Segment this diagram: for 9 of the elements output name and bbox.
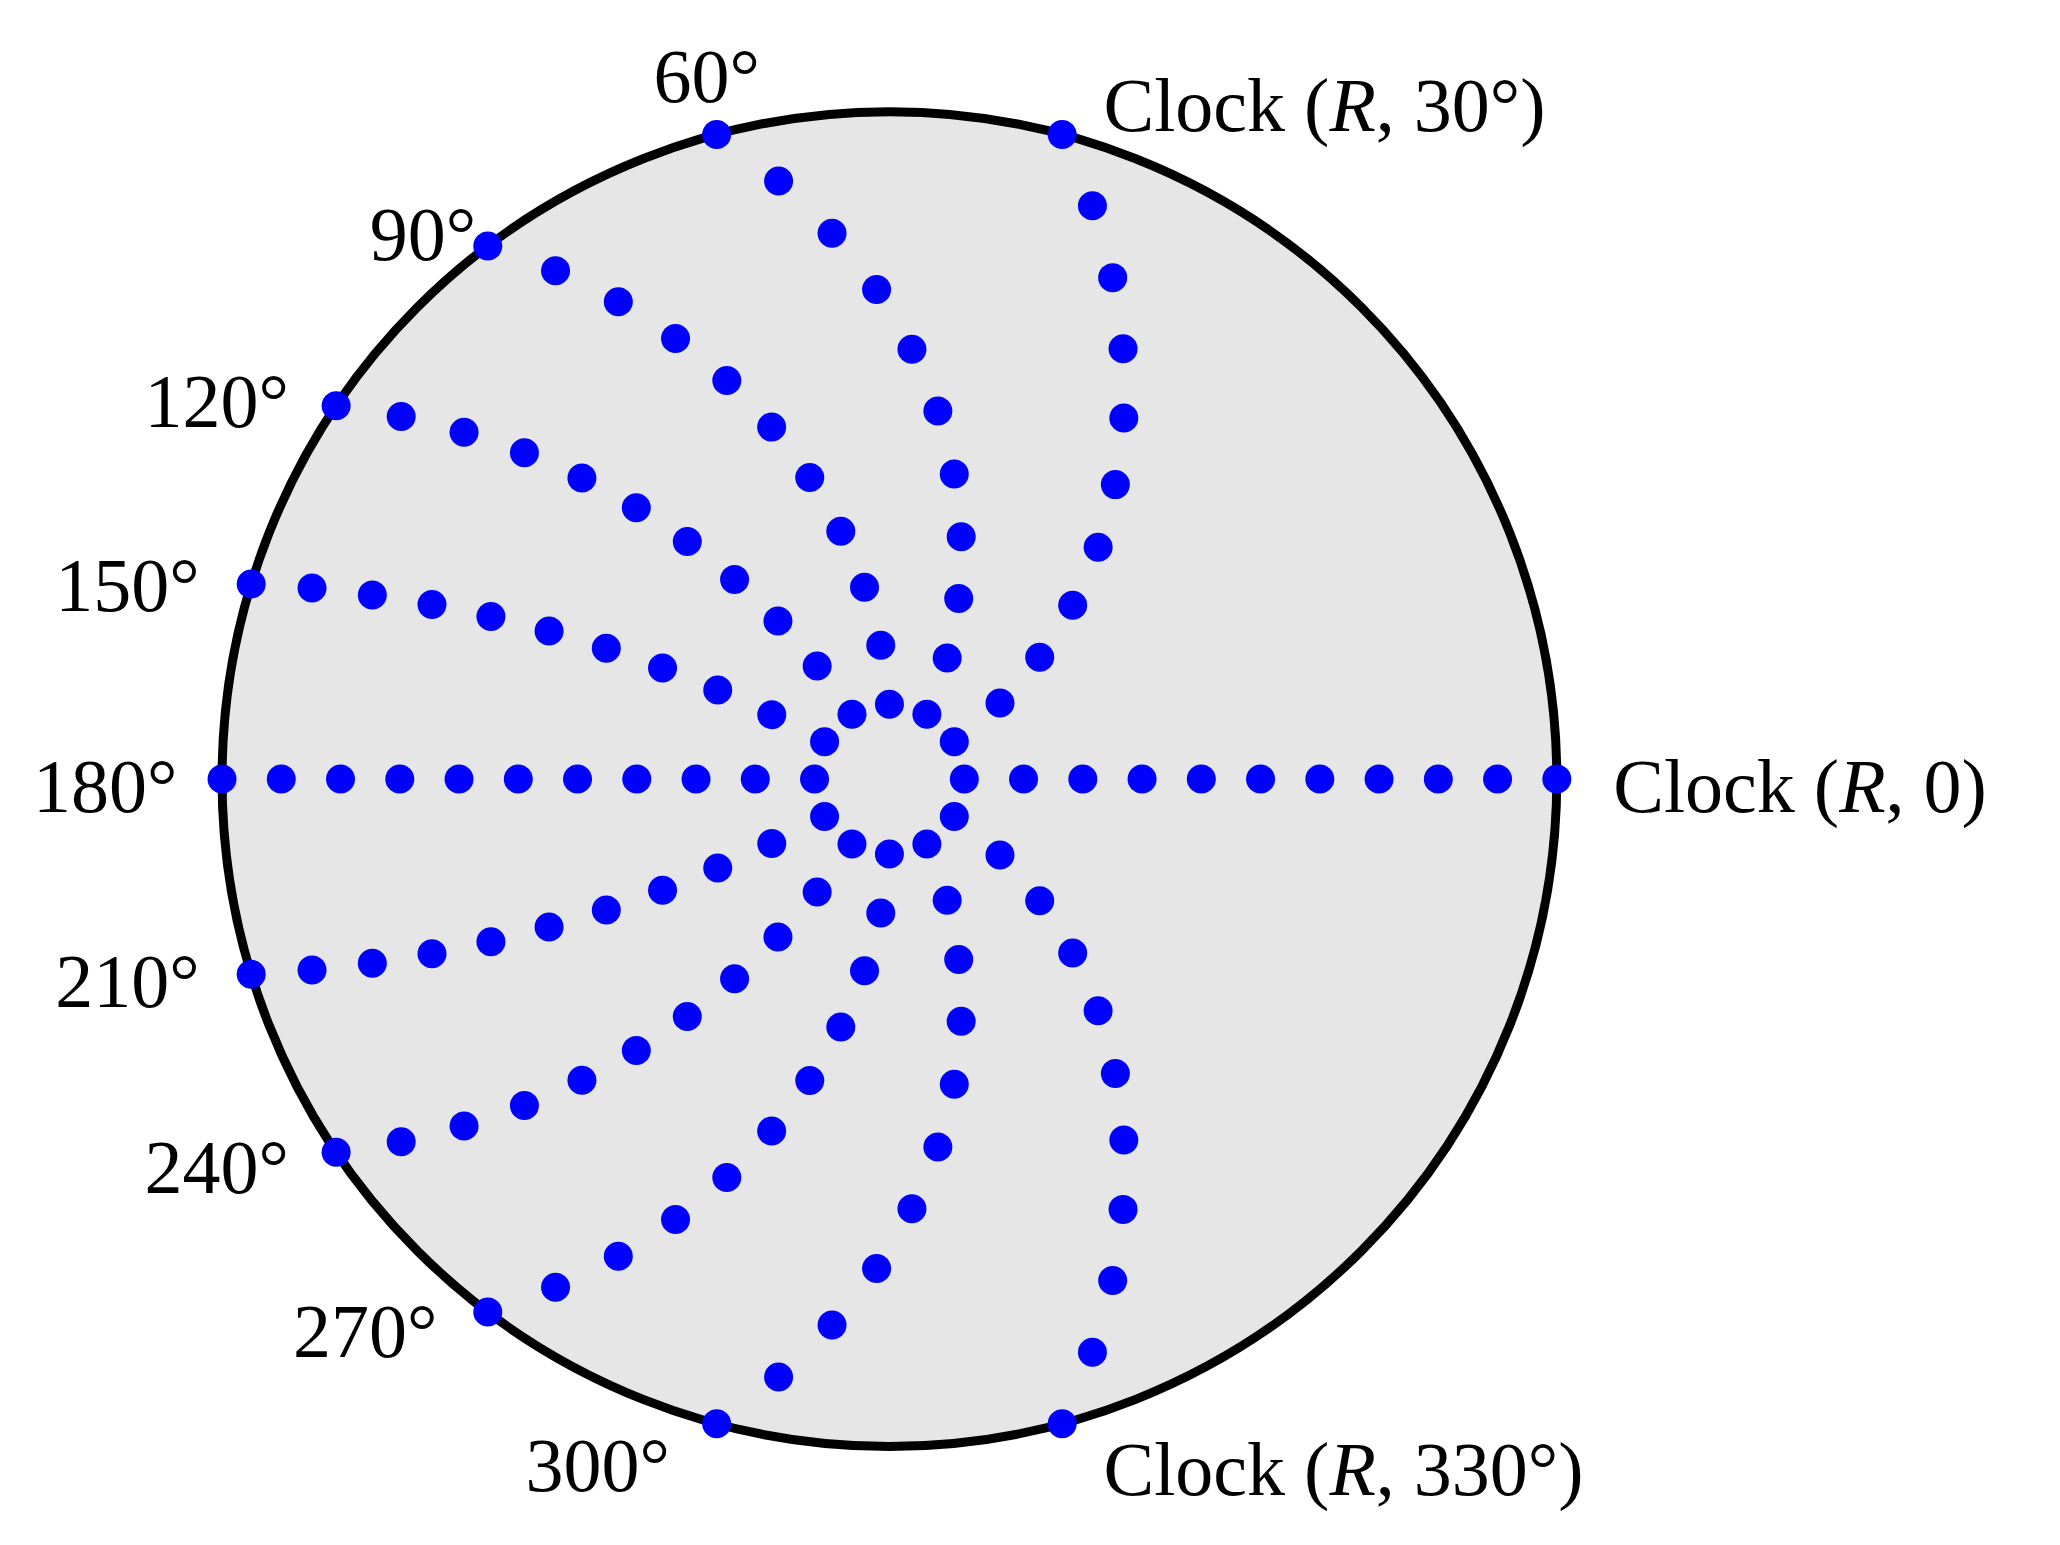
angle-label: 270°	[293, 1292, 438, 1369]
angle-label: 150°	[55, 546, 200, 623]
angle-label: 210°	[55, 943, 200, 1020]
angle-label: 60°	[653, 38, 760, 115]
angle-label: 180°	[32, 747, 178, 824]
angle-label: 240°	[144, 1128, 289, 1205]
angle-label: 90°	[369, 195, 477, 272]
angle-label: 120°	[144, 362, 289, 439]
angle-label: 300°	[525, 1426, 670, 1503]
